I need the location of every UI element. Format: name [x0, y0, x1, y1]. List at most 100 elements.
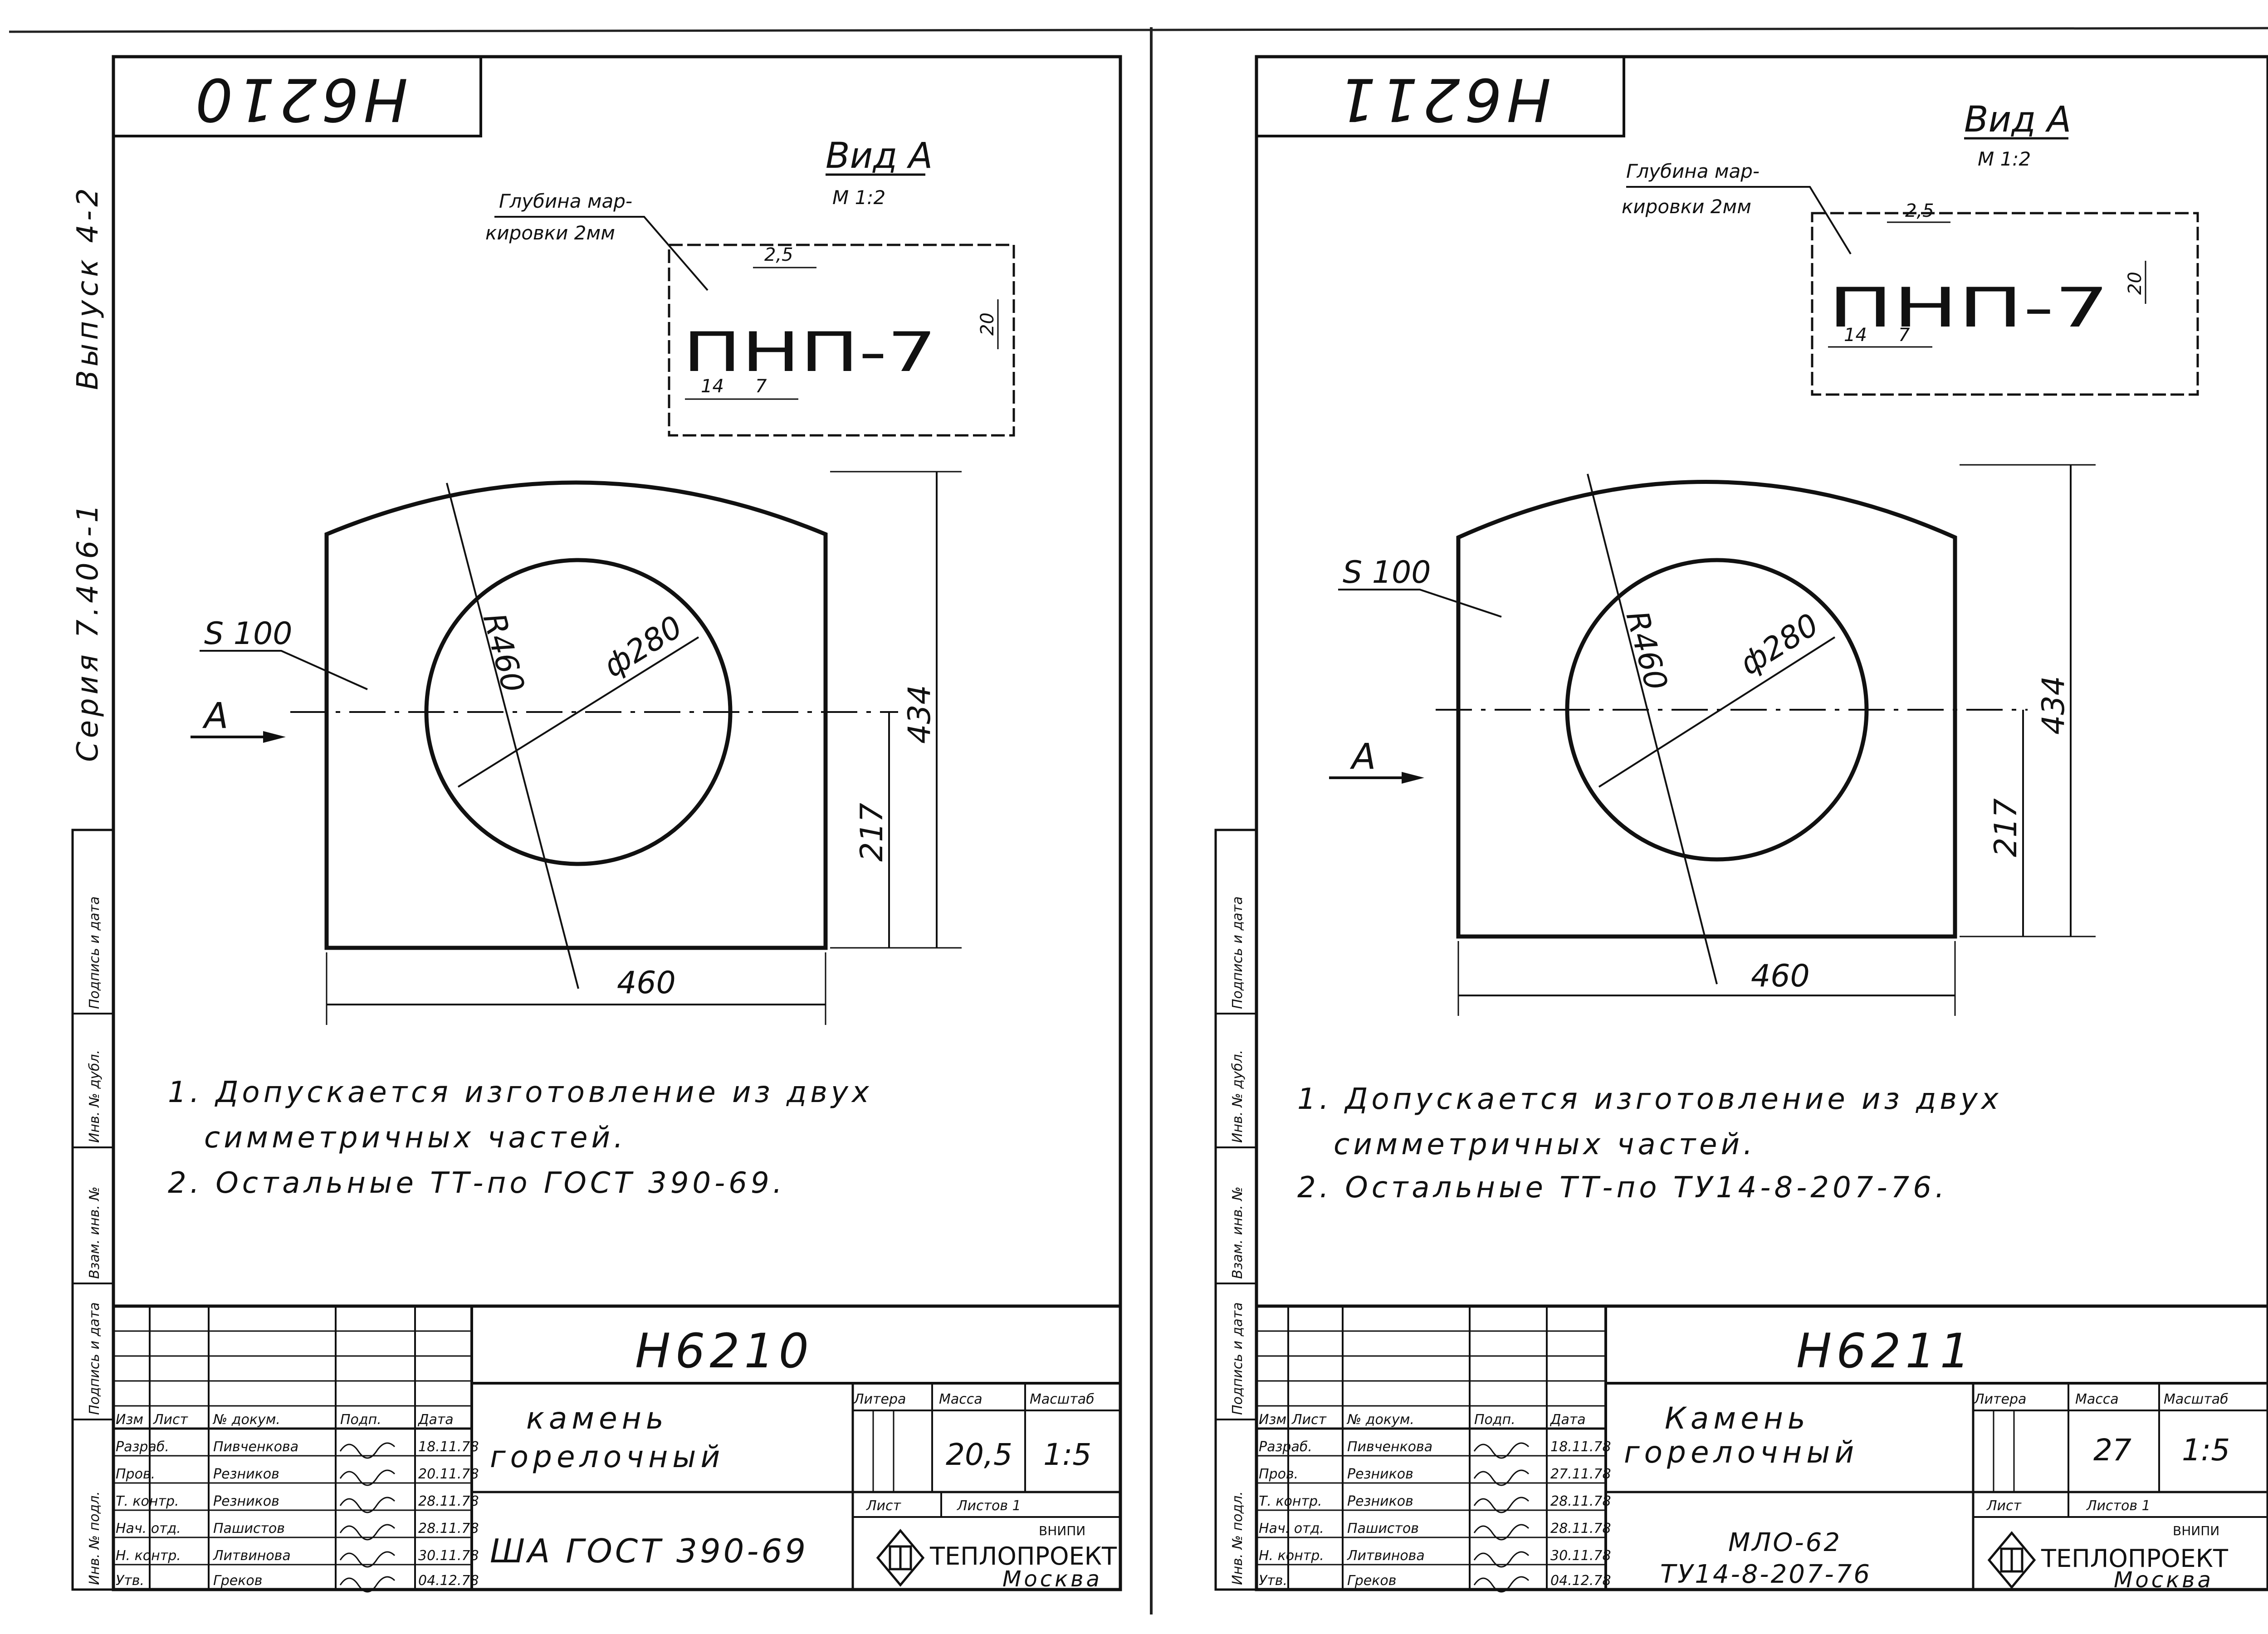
header-mass: Масса [2075, 1391, 2119, 1407]
row-date: 18.11.78 [418, 1439, 479, 1455]
row-name: Резников [213, 1493, 279, 1509]
side-col-sign-date-2: Подпись и дата [1230, 897, 1246, 1010]
row-date: 27.11.78 [1550, 1466, 1611, 1482]
title-block: Изм. Лист № докум. Подп. Дата Разраб. Пи… [1255, 1304, 2268, 1593]
marking-box [668, 244, 1015, 437]
teploproekt-logo-icon [876, 1529, 925, 1587]
dim-height: 20 [977, 312, 998, 336]
header-mass: Масса [939, 1391, 982, 1407]
marking-box [1811, 212, 2199, 396]
row-role: Пров. [1259, 1466, 1298, 1482]
note-1: 1. Допускается изготовление из двух [168, 1076, 873, 1109]
signature-scribble [339, 1442, 396, 1459]
diameter-leader [1598, 636, 1836, 788]
sheet-label: Лист [866, 1498, 902, 1514]
row-name: Греков [1347, 1573, 1396, 1589]
row-name: Пивченкова [1347, 1439, 1432, 1455]
col-header-izm: Изм. [1259, 1412, 1291, 1428]
col-header-date: Дата [417, 1412, 454, 1428]
material-standard: ША ГОСТ 390-69 [490, 1532, 808, 1570]
signature-scribble [339, 1576, 396, 1593]
col-header-sign: Подп. [340, 1412, 381, 1428]
row-name: Пашистов [213, 1521, 285, 1536]
col-header-sign: Подп. [1474, 1412, 1515, 1428]
sheets-count: Листов 1 [2086, 1498, 2151, 1514]
thickness-label: S 100 [204, 616, 293, 652]
row-date: 28.11.78 [1550, 1521, 1611, 1536]
org-name: ТЕПЛОПРОЕКТ [2041, 1544, 2229, 1573]
signature-scribble [1473, 1469, 1530, 1486]
row-name: Пивченкова [213, 1439, 298, 1455]
material-standard: МЛО-62 [1728, 1528, 1842, 1557]
header-scale: Масштаб [1030, 1391, 1095, 1407]
radius-leader [446, 483, 579, 989]
view-title: Вид А [826, 136, 933, 176]
col-header-date: Дата [1549, 1412, 1586, 1428]
view-arrow-label: А [1349, 737, 1376, 777]
sheets-count: Листов 1 [957, 1498, 1021, 1514]
issue-label: Выпуск 4-2 [71, 185, 105, 390]
row-date: 04.12.78 [418, 1573, 479, 1589]
view-a: Вид А М 1:2 Глубина мар- кировки 2мм ПНП… [1622, 99, 2199, 396]
title-block: Изм Лист № докум. Подп. Дата Разраб. Пив… [112, 1304, 1122, 1593]
dim-7: 7 [755, 376, 767, 397]
side-binding-column: Инв. № подл. Подпись и дата Взам. инв. №… [1214, 829, 1258, 1591]
drawing-code: H6211 [1796, 1323, 1975, 1379]
stamp-box [113, 57, 482, 137]
stamp-code-inverted: H6211 [1334, 65, 1551, 134]
col-header-doc: № докум. [1346, 1412, 1414, 1428]
part-name-line1: Камень [1665, 1401, 1810, 1436]
org-top: ВНИПИ [1039, 1523, 1085, 1538]
width-label: 460 [1751, 958, 1810, 994]
row-role: Разраб. [116, 1439, 169, 1455]
side-col-vzam: Взам. инв. № [1230, 1186, 1246, 1279]
height-total-label: 434 [2036, 676, 2072, 735]
material-standard-2: ТУ14-8-207-76 [1660, 1560, 1872, 1589]
col-header-izm: Изм [116, 1412, 143, 1428]
org-city: Москва [1002, 1566, 1102, 1592]
note-2: 2. Остальные ТТ-по ТУ14-8-207-76. [1297, 1171, 1948, 1205]
marking-text: ПНП-7 [683, 321, 937, 384]
row-date: 28.11.78 [418, 1521, 479, 1536]
side-binding-column: Инв. № подл. Подпись и дата Взам. инв. №… [71, 829, 115, 1591]
dim-14: 14 [701, 376, 724, 397]
teploproekt-logo-icon [1987, 1531, 2036, 1589]
height-half-label: 217 [854, 803, 890, 862]
side-col-vzam: Взам. инв. № [87, 1186, 103, 1279]
part-name-line1: камень [526, 1401, 668, 1436]
part-outline [1456, 480, 1957, 939]
part-outline [324, 480, 828, 950]
scale-value: 1:5 [2182, 1433, 2230, 1468]
row-date: 30.11.78 [418, 1548, 479, 1564]
mass-value: 20,5 [946, 1437, 1012, 1472]
side-col-inv-podl: Инв. № подл. [87, 1491, 103, 1585]
side-col-sign-date-1: Подпись и дата [1230, 1302, 1246, 1415]
scale-value: 1:5 [1043, 1437, 1091, 1472]
signature-scribble [339, 1469, 396, 1486]
row-date: 18.11.78 [1550, 1439, 1611, 1455]
header-literal: Литера [853, 1391, 906, 1407]
row-role: Нач. отд. [116, 1521, 181, 1536]
dim-14: 14 [1844, 325, 1867, 346]
row-role: Утв. [116, 1573, 144, 1589]
row-date: 28.11.78 [418, 1493, 479, 1509]
signature-scribble [1473, 1551, 1530, 1568]
mass-value: 27 [2093, 1433, 2131, 1468]
sheet-h6210: Инв. № подл. Подпись и дата Взам. инв. №… [71, 55, 1122, 1593]
dim-7: 7 [1898, 325, 1910, 346]
view-scale: М 1:2 [832, 186, 885, 209]
side-col-inv-dubl: Инв. № дубл. [87, 1050, 103, 1143]
drawing-code: H6210 [635, 1323, 813, 1379]
view-title: Вид А [1964, 99, 2071, 140]
series-label: Серия 7.406-1 [71, 501, 105, 762]
row-name: Литвинова [213, 1548, 291, 1564]
row-date: 28.11.78 [1550, 1493, 1611, 1509]
row-role: Т. контр. [116, 1493, 179, 1509]
notes: 1. Допускается изготовление из двух симм… [168, 1076, 873, 1200]
row-role: Утв. [1259, 1573, 1287, 1589]
row-date: 30.11.78 [1550, 1548, 1611, 1564]
view-a: Вид А М 1:2 Глубина мар- кировки 2мм ПНП… [485, 136, 1015, 437]
row-name: Резников [1347, 1493, 1413, 1509]
diameter-leader [457, 636, 699, 788]
